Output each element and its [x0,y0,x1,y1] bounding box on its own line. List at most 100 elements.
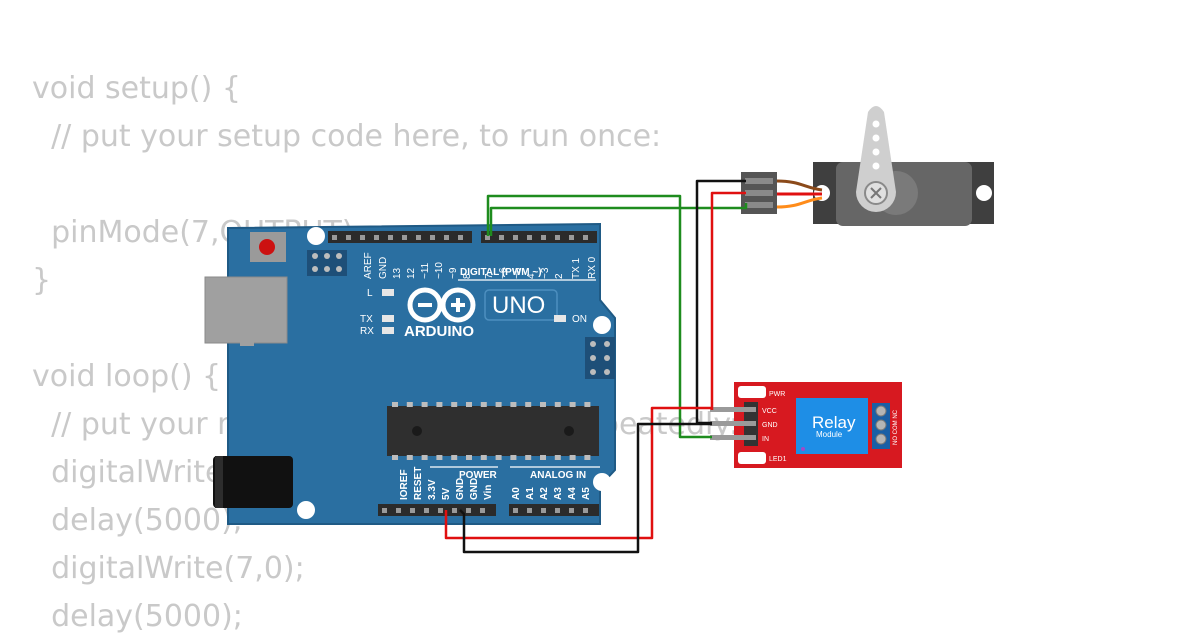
header-pin[interactable] [444,235,449,240]
analog-pin-label: A4 [567,487,578,500]
header-pin[interactable] [410,508,415,513]
header-pin[interactable] [527,508,532,513]
servo-motor[interactable] [741,106,994,226]
relay-terminal-screws [875,405,887,445]
digital-label: DIGITAL (PWM ~) [460,267,542,278]
analog-pin-label: A1 [525,487,536,500]
header-pin[interactable] [416,235,421,240]
chip-leg [569,402,576,407]
wire-gnd-to-relay-gnd[interactable] [459,422,712,554]
wire-signal-pin7-to-relay-in[interactable] [486,194,712,439]
power-pin-label: GND [455,478,466,500]
relay-block [796,398,868,454]
power-pin-label: RESET [413,467,424,500]
rx-led [382,327,394,334]
icsp-header-right [585,337,615,379]
chip-leg [451,402,458,407]
header-pin[interactable] [569,508,574,513]
header-pin[interactable] [513,508,518,513]
code-line: void loop() { [32,359,222,394]
l-led-label: L [367,288,373,299]
servo-horn-holes [872,120,880,170]
on-led-label: ON [572,314,587,325]
usb-connector-tab [240,340,254,346]
header-pin[interactable] [569,235,574,240]
wire-5v-to-relay-vcc[interactable] [444,406,712,540]
header-pin[interactable] [541,235,546,240]
chip-leg [480,402,487,407]
top-pin-label: ~10 [434,262,445,279]
header-pin[interactable] [452,508,457,513]
header-pin[interactable] [374,235,379,240]
power-pin-label: IOREF [399,469,410,500]
chip-leg [451,455,458,460]
header-pins [382,508,485,513]
relay-module[interactable]: PWR LED1 VCC GND IN Relay Module NO COM … [710,382,902,468]
usb-connector [204,276,288,344]
power-pin-label: 5V [441,487,452,500]
chip-pins [392,402,591,460]
header-pin[interactable] [555,235,560,240]
header-pin[interactable] [555,508,560,513]
top-pin-label: ~9 [448,267,459,279]
arduino-logo-icon [407,287,476,323]
chip-leg [495,402,502,407]
header-pin[interactable] [402,235,407,240]
top-pin-label: 2 [554,273,565,279]
servo-mount-hole [976,185,992,201]
header-pin[interactable] [583,508,588,513]
header-pin[interactable] [480,508,485,513]
header-pin[interactable] [332,235,337,240]
chip-dot [412,426,422,436]
chip-leg [392,455,398,460]
top-pin-label: ~5 [512,267,523,279]
header-pin[interactable] [396,508,401,513]
header-pin[interactable] [541,508,546,513]
chip-leg [540,455,546,460]
chip-leg [584,455,591,460]
header-pin[interactable] [424,508,429,513]
chip-leg [406,402,413,407]
chip-leg [584,402,591,407]
top-pin-label: AREF [363,252,374,279]
chip-leg [466,402,472,407]
header-pin[interactable] [346,235,351,240]
header-pin[interactable] [466,508,471,513]
header-pin[interactable] [388,235,393,240]
reset-button-cap[interactable] [259,239,275,255]
servo-screw-cross [870,187,882,199]
header-pin[interactable] [382,508,387,513]
wire-power-servo-to-relay[interactable] [710,191,746,410]
header-pins [513,508,588,513]
servo-connector-pins [745,178,773,208]
header-pin[interactable] [485,235,490,240]
header-pin[interactable] [458,235,463,240]
header-pin[interactable] [360,235,365,240]
header-pin[interactable] [430,235,435,240]
tx-led-label: TX [360,314,373,325]
code-line: delay(5000); [32,599,243,634]
icsp-right-pins [590,341,610,375]
chip-leg [510,402,517,407]
top-pin-label: ~6 [498,267,509,279]
header-pin[interactable] [527,235,532,240]
chip-leg [436,402,443,407]
uno-model: UNO [492,292,545,319]
header-pin[interactable] [499,235,504,240]
chip-leg [466,455,472,460]
wires [444,179,748,554]
analog-pin-label: A0 [511,487,522,500]
header-pin[interactable] [513,235,518,240]
header-pin[interactable] [438,508,443,513]
l-led [382,289,394,296]
power-pin-label: GND [469,478,480,500]
servo-horn[interactable] [856,106,896,212]
arduino-logo-symbols [418,298,465,312]
header-pin[interactable] [583,235,588,240]
relay-pin-gnd: GND [762,422,778,429]
wire-signal-to-servo[interactable] [489,203,748,236]
top-pin-label: 8 [462,273,473,279]
relay-subtitle: Module [816,430,843,439]
